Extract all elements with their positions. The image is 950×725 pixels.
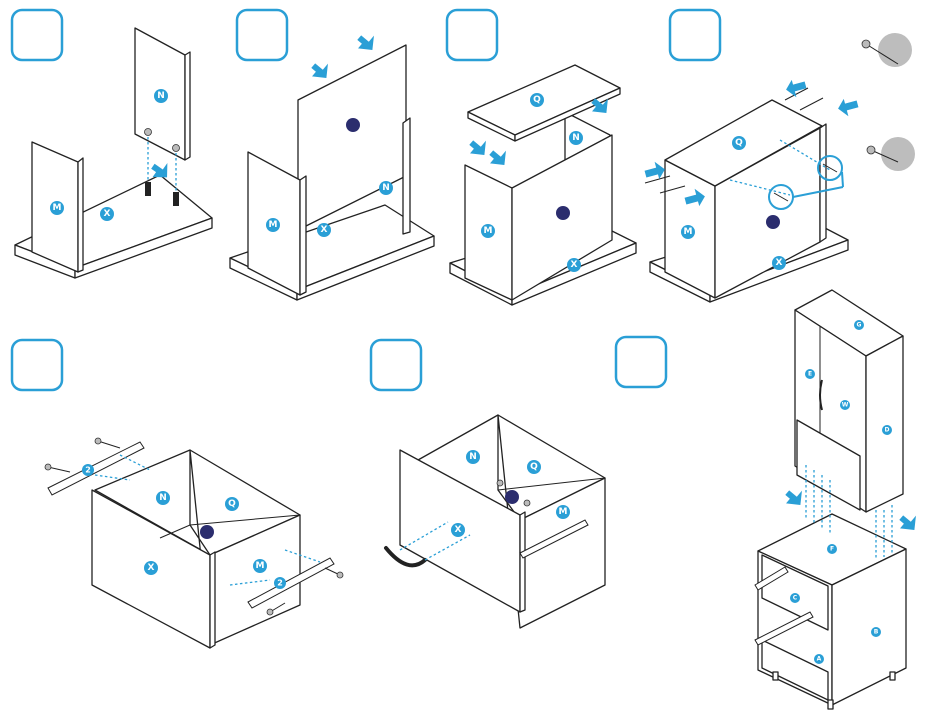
label-n: N <box>569 131 583 145</box>
label-a: A <box>814 654 824 664</box>
svg-text:W: W <box>842 402 849 409</box>
placement-arrow <box>465 134 492 161</box>
placement-arrow <box>781 484 808 511</box>
label-g: G <box>854 320 864 330</box>
screw-icon <box>867 146 875 154</box>
label-c: C <box>790 593 800 603</box>
svg-text:M: M <box>269 220 278 230</box>
step-box-2 <box>237 10 287 60</box>
placement-arrow <box>353 29 380 56</box>
svg-text:M: M <box>684 227 693 237</box>
svg-text:Q: Q <box>533 95 541 105</box>
svg-text:N: N <box>159 493 167 503</box>
label-x: X <box>144 561 158 575</box>
placement-arrow <box>307 57 334 84</box>
label-two: 2 <box>274 577 286 589</box>
step-5-illustration: 2 2 N Q X M <box>45 438 343 648</box>
svg-text:M: M <box>53 203 62 213</box>
label-m: M <box>50 201 64 215</box>
label-x: X <box>317 223 331 237</box>
label-b: B <box>871 627 881 637</box>
label-d: D <box>882 425 892 435</box>
hardware-callout-screw-1 <box>862 33 912 67</box>
svg-text:E: E <box>808 371 812 378</box>
svg-text:C: C <box>793 595 798 602</box>
label-w: W <box>840 400 850 410</box>
hardware-callout-screw-2 <box>867 137 915 171</box>
step-1-illustration: M X N <box>15 28 212 278</box>
step-box-5 <box>12 340 62 390</box>
svg-text:M: M <box>256 561 265 571</box>
step-box-7 <box>616 337 666 387</box>
svg-text:N: N <box>382 183 390 193</box>
label-n: N <box>466 450 480 464</box>
step-box-6 <box>371 340 421 390</box>
label-n: N <box>156 491 170 505</box>
svg-text:B: B <box>874 629 879 636</box>
label-m: M <box>266 218 280 232</box>
label-n: N <box>379 181 393 195</box>
svg-text:Q: Q <box>530 462 538 472</box>
back-panel <box>298 45 406 230</box>
dowel-icon <box>173 192 179 206</box>
label-x: X <box>100 207 114 221</box>
step-box-4 <box>670 10 720 60</box>
label-m: M <box>481 224 495 238</box>
label-x: X <box>567 258 581 272</box>
placement-arrow <box>784 77 808 100</box>
label-m: M <box>681 225 695 239</box>
svg-text:X: X <box>571 260 578 270</box>
svg-text:2: 2 <box>277 579 283 588</box>
svg-text:X: X <box>321 225 328 235</box>
label-q: Q <box>225 497 239 511</box>
svg-text:N: N <box>572 133 580 143</box>
svg-text:X: X <box>455 525 462 535</box>
step-box-1 <box>12 10 62 60</box>
svg-text:D: D <box>885 427 890 434</box>
label-x: X <box>451 523 465 537</box>
screw-icon <box>862 40 870 48</box>
svg-text:Q: Q <box>735 138 743 148</box>
label-m: M <box>556 505 570 519</box>
label-q: Q <box>527 460 541 474</box>
label-e: E <box>805 369 815 379</box>
svg-text:X: X <box>776 258 783 268</box>
placement-arrow <box>895 509 922 536</box>
svg-text:N: N <box>469 452 477 462</box>
label-x: X <box>772 256 786 270</box>
placement-arrow <box>836 96 860 119</box>
svg-text:M: M <box>559 507 568 517</box>
step-2-illustration: M X N <box>230 29 434 300</box>
label-two: 2 <box>82 464 94 476</box>
placement-arrow <box>485 144 512 171</box>
svg-text:F: F <box>830 546 834 553</box>
step-4-illustration: Q M X <box>643 77 860 302</box>
svg-text:Q: Q <box>228 499 236 509</box>
label-f: F <box>827 544 837 554</box>
svg-text:2: 2 <box>85 466 91 475</box>
placement-arrow <box>643 160 667 183</box>
step-7-illustration: G E W D F C B A <box>755 290 922 709</box>
label-m: M <box>253 559 267 573</box>
dowel-icon <box>145 182 151 196</box>
hutch-door-d <box>866 336 903 512</box>
svg-text:M: M <box>484 226 493 236</box>
svg-text:A: A <box>817 656 822 663</box>
svg-text:X: X <box>148 563 155 573</box>
step-box-3 <box>447 10 497 60</box>
label-n: N <box>154 89 168 103</box>
step-3-illustration: Q N M X <box>450 65 636 305</box>
label-q: Q <box>732 136 746 150</box>
svg-text:X: X <box>104 209 111 219</box>
svg-text:G: G <box>857 322 862 329</box>
label-q: Q <box>530 93 544 107</box>
svg-text:N: N <box>157 91 165 101</box>
step-6-illustration: N Q X M <box>386 415 605 628</box>
